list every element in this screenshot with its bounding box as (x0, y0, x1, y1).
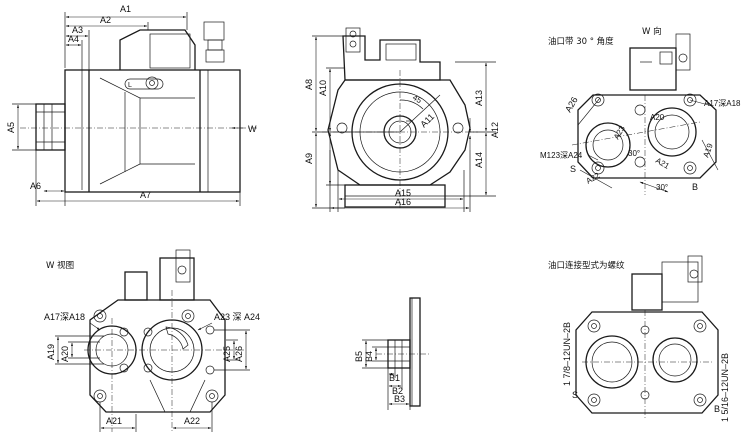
shaft-detail: B5 B4 B1 B2 B3 (354, 297, 430, 410)
threaded-port-body (575, 255, 719, 420)
port-label-S: S (572, 390, 578, 400)
w-top-angle-2: 30° (656, 183, 668, 192)
w-direction-title: W 向 (642, 26, 662, 37)
dim-A15: A15 (395, 188, 411, 198)
dim-A19: A19 (46, 344, 56, 360)
side-view: A1 A2 A3 A4 L (6, 4, 258, 206)
threaded-port-labels: 1 7/8–12UN–2B 1 5/16–12UN–2B S B (562, 322, 730, 422)
dim-A16: A16 (395, 197, 411, 207)
dim-A9: A9 (304, 153, 314, 164)
w-top-M-thread: M123深A24 (540, 151, 583, 160)
thread-size-S: 1 7/8–12UN–2B (562, 322, 572, 386)
dim-A2: A2 (100, 15, 111, 25)
dim-A5: A5 (6, 122, 16, 133)
w-bottom-A17A18: A17深A18 (44, 312, 85, 322)
w-view-flange-body (84, 249, 244, 432)
w-view-angled: 油口带 30 ° 角度 W 向 (540, 26, 741, 195)
dim-A3: A3 (72, 25, 83, 35)
dim-A12: A12 (490, 122, 500, 138)
caption-threaded-ports: 油口连接型式为螺纹 (548, 260, 625, 271)
dim-A7: A7 (140, 190, 151, 200)
label-L: L (128, 82, 132, 89)
label-W: W (248, 124, 257, 134)
w-top-A21: A21 (654, 156, 671, 171)
threaded-port-view: 油口连接型式为螺纹 1 7/8–12UN–2B (548, 255, 730, 422)
w-top-A20: A20 (650, 113, 665, 122)
dim-A14: A14 (474, 152, 484, 168)
side-view-left-bottom-dimensions: A5 A6 A7 (6, 103, 241, 206)
dim-A10: A10 (318, 80, 328, 96)
dim-B2: B2 (392, 386, 403, 396)
w-top-A17A18: A17深A18 (704, 99, 741, 108)
dim-A6: A6 (30, 181, 41, 191)
w-top-S: S (570, 164, 576, 174)
dim-A26: A26 (234, 346, 244, 362)
dim-A4: A4 (68, 34, 79, 44)
w-view-flange-dimensions: A17深A18 A23 深 A24 A19 A20 A25 A26 (44, 312, 260, 432)
dim-B4: B4 (364, 351, 374, 362)
w-view-flange: W 视图 (44, 249, 260, 432)
dim-B5: B5 (354, 351, 364, 362)
shaft-detail-dimensions: B5 B4 B1 B2 B3 (354, 339, 411, 410)
dim-B1: B1 (389, 373, 400, 383)
w-view-arrow: W (231, 124, 257, 134)
front-view: A8 A10 A9 45 A11 (304, 27, 500, 212)
dim-A20: A20 (60, 346, 70, 362)
front-view-right-dimensions: A13 A14 A12 (445, 61, 500, 197)
dim-A11: A11 (418, 111, 436, 129)
w-top-A22: A22 (585, 171, 602, 186)
side-view-body: L (20, 21, 258, 193)
dim-A8: A8 (304, 79, 314, 90)
w-bottom-A23A24: A23 深 A24 (214, 312, 260, 322)
w-top-A23: A23 (612, 124, 627, 141)
thread-size-B: 1 5/16–12UN–2B (720, 353, 730, 422)
dim-A22: A22 (184, 416, 200, 426)
front-view-left-dimensions: A8 A10 A9 (304, 35, 400, 209)
front-view-body: 45 A11 (322, 27, 478, 210)
dim-A21: A21 (106, 416, 122, 426)
w-view-angled-body (571, 33, 717, 195)
dim-A1: A1 (120, 4, 131, 14)
side-view-top-dimensions: A1 A2 A3 A4 (64, 4, 188, 72)
w-view-title: W 视图 (46, 260, 74, 271)
w-top-B: B (692, 182, 698, 192)
angle-45: 45 (411, 93, 424, 106)
dim-B3: B3 (394, 394, 405, 404)
port-label-B: B (714, 404, 720, 414)
front-view-bottom-dimensions: A15 A16 (329, 150, 471, 212)
w-top-A26: A26 (563, 95, 580, 114)
w-top-angle-1: 30° (628, 149, 640, 158)
dim-A25: A25 (222, 346, 232, 362)
dim-A13: A13 (474, 90, 484, 106)
shaft-detail-body (376, 297, 430, 407)
caption-port-angle: 油口带 30 ° 角度 (548, 36, 614, 47)
w-top-A19: A19 (701, 142, 715, 159)
